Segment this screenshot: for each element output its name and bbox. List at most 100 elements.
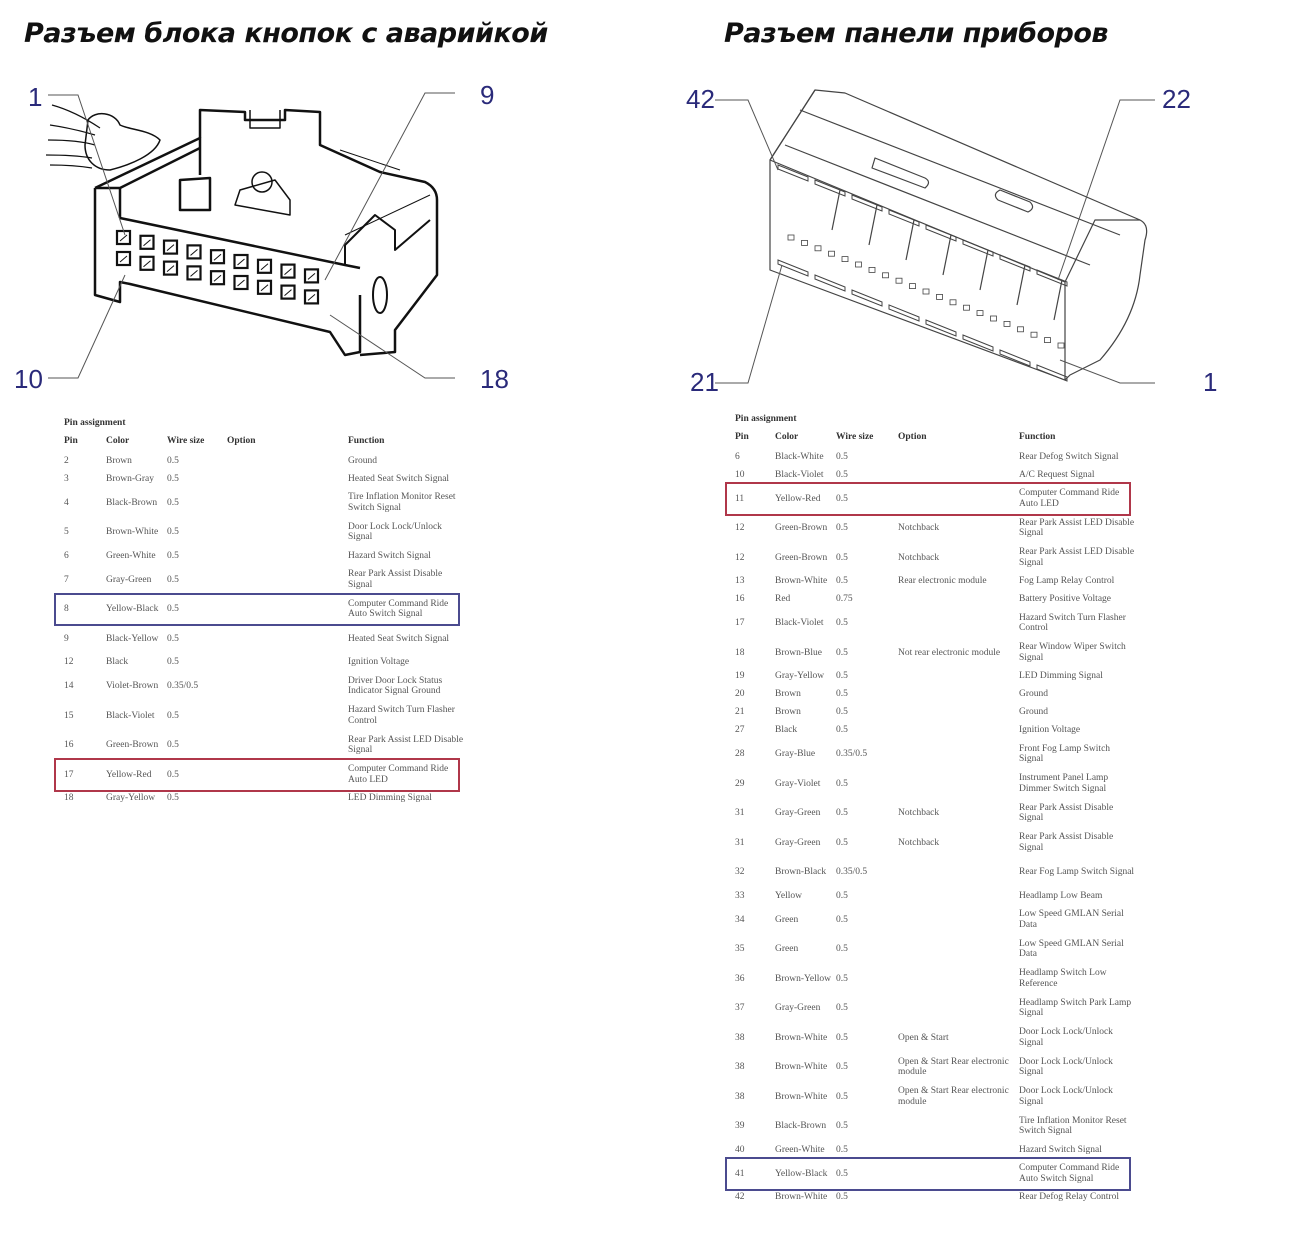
pin-cavity	[186, 244, 202, 260]
pin-contact	[284, 289, 292, 296]
pin-contact	[237, 258, 245, 266]
cell-wire-size: 0.5	[167, 710, 179, 721]
cell-pin: 31	[735, 837, 745, 848]
cell-option	[898, 466, 1019, 484]
cell-wire-size: 0.35/0.5	[836, 867, 868, 877]
cell-color: Brown	[106, 455, 132, 466]
cell-pin: 14	[64, 681, 74, 691]
terminal-slot	[851, 289, 883, 307]
cell-wire-size: 0.35/0.5	[167, 681, 199, 691]
pin-cavity	[1030, 331, 1038, 338]
cell-function: Door Lock Lock/Unlock Signal	[1019, 1086, 1113, 1107]
header-pin: Pin	[64, 436, 78, 446]
cell-function: Fog Lamp Relay Control	[1019, 576, 1115, 587]
cell-color: Green	[775, 914, 799, 925]
cell-pin: 11	[735, 493, 745, 504]
cell-pin: 38	[735, 1032, 745, 1043]
right-pin-assignment-table: Pin assignment Pin Color Wire size Optio…	[725, 414, 1135, 1207]
pin-contact	[307, 294, 316, 301]
cell-function: Low Speed GMLAN Serial Data	[1019, 909, 1124, 930]
cell-color: Gray-Yellow	[106, 793, 156, 804]
cell-pin: 31	[735, 808, 745, 818]
pin-slots	[777, 164, 1068, 382]
pin-cavity	[303, 268, 320, 284]
cell-color: Green-Brown	[775, 552, 828, 563]
cell-option	[227, 547, 348, 565]
cell-wire-size: 0.5	[167, 740, 179, 750]
cell-wire-size: 0.5	[167, 574, 179, 585]
cell-pin: 38	[735, 1062, 745, 1072]
cell-color: Gray-Blue	[775, 749, 816, 759]
cell-function: Rear Fog Lamp Switch Signal	[1019, 867, 1135, 877]
cell-pin: 32	[735, 867, 745, 877]
cell-wire-size: 0.35/0.5	[836, 749, 868, 759]
cell-pin: 7	[64, 574, 69, 585]
cell-color: Green-White	[775, 1144, 825, 1155]
cell-pin: 6	[64, 550, 69, 561]
pin-cavity	[1003, 320, 1011, 327]
cell-pin: 12	[64, 657, 74, 668]
pin-contact	[260, 263, 269, 271]
cell-wire-size: 0.5	[836, 618, 848, 628]
terminal-slot	[999, 254, 1031, 272]
cell-option: Not rear electronic module	[898, 647, 1001, 658]
cell-function: Ignition Voltage	[348, 657, 410, 668]
cell-function: Ground	[1019, 689, 1049, 700]
cell-pin: 27	[735, 725, 745, 736]
terminal-slot	[777, 259, 809, 277]
cell-pin: 19	[735, 671, 745, 682]
cell-wire-size: 0.5	[167, 769, 179, 780]
cell-function: Computer Command Ride Auto Switch Signal	[348, 598, 449, 620]
pin-cavity	[922, 288, 930, 295]
callout-pin-22: 22	[1162, 84, 1191, 114]
cell-option	[898, 994, 1019, 1024]
cell-function: LED Dimming Signal	[348, 793, 432, 804]
cell-option	[898, 740, 1019, 770]
cell-wire-size: 0.5	[167, 497, 179, 508]
cell-wire-size: 0.5	[836, 493, 848, 504]
divider-rib	[979, 249, 989, 291]
cell-option	[227, 518, 348, 548]
divider-rib	[1016, 264, 1026, 306]
cell-function: Ground	[348, 455, 378, 466]
callout-pin-42: 42	[686, 84, 715, 114]
terminal-slot	[962, 334, 994, 352]
cell-color: Green-Brown	[106, 740, 159, 750]
cell-color: Brown-Black	[775, 867, 827, 877]
pin-contact	[237, 279, 245, 287]
cell-function: Door Lock Lock/Unlock Signal	[348, 521, 442, 543]
cell-option	[898, 935, 1019, 965]
terminal-slot	[888, 209, 920, 227]
pin-contact	[284, 268, 292, 275]
cell-option	[898, 1159, 1019, 1189]
cell-pin: 10	[735, 469, 745, 480]
left-pin-assignment-table: Pin assignment Pin Color Wire size Optio…	[54, 418, 464, 808]
cell-option	[898, 887, 1019, 905]
table-header-row: Pin Color Wire size Option Function	[735, 432, 1135, 448]
pin-cavity	[280, 263, 296, 279]
header-pin: Pin	[735, 432, 749, 442]
divider-rib	[831, 189, 841, 231]
header-wire-size: Wire size	[167, 436, 205, 446]
cell-function: LED Dimming Signal	[1019, 671, 1103, 682]
terminal-slot	[962, 239, 994, 257]
callout-pin-9: 9	[480, 80, 494, 110]
cell-function: Door Lock Lock/Unlock Signal	[1019, 1056, 1113, 1078]
cell-color: Brown-White	[775, 1062, 828, 1072]
cell-wire-size: 0.5	[836, 1091, 848, 1102]
callout-pin-10: 10	[14, 364, 43, 394]
cell-function: Headlamp Switch Low Reference	[1019, 968, 1107, 989]
cell-color: Yellow-Red	[775, 493, 821, 504]
